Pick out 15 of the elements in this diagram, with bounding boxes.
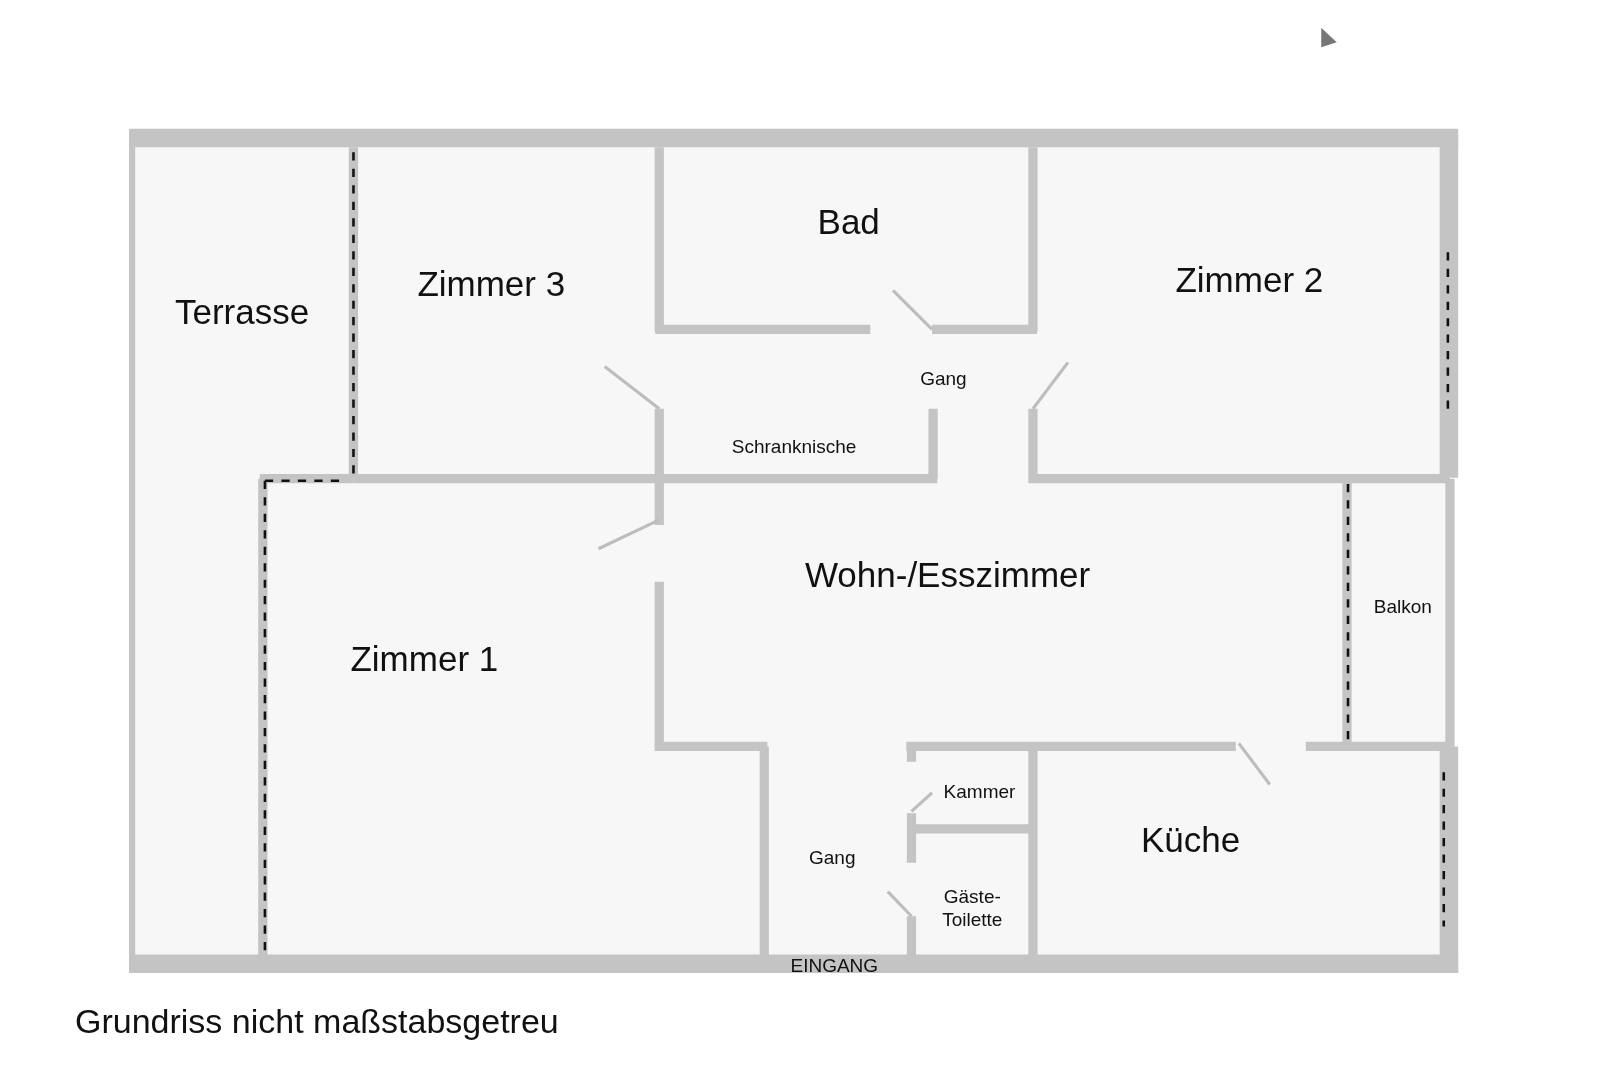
room-label: Zimmer 1 [350, 638, 499, 681]
room-label: Schranknische [731, 435, 857, 459]
room-label: Gang [920, 367, 967, 391]
room-label: Bad [817, 201, 880, 244]
room-label: Terrasse [174, 291, 310, 334]
room-label: Balkon [1373, 595, 1432, 619]
room-label: Zimmer 2 [1175, 259, 1324, 302]
caption: Grundriss nicht maßstabsgetreu [75, 1002, 559, 1041]
room-label: EINGANG [790, 954, 879, 978]
room-label: Zimmer 3 [417, 263, 566, 306]
room-label: Gang [809, 846, 856, 870]
room-label: Küche [1141, 819, 1241, 862]
room-label: Gäste- Toilette [941, 886, 1004, 933]
room-label: Wohn-/Esszimmer [804, 553, 1091, 596]
room-label: Kammer [943, 780, 1016, 804]
